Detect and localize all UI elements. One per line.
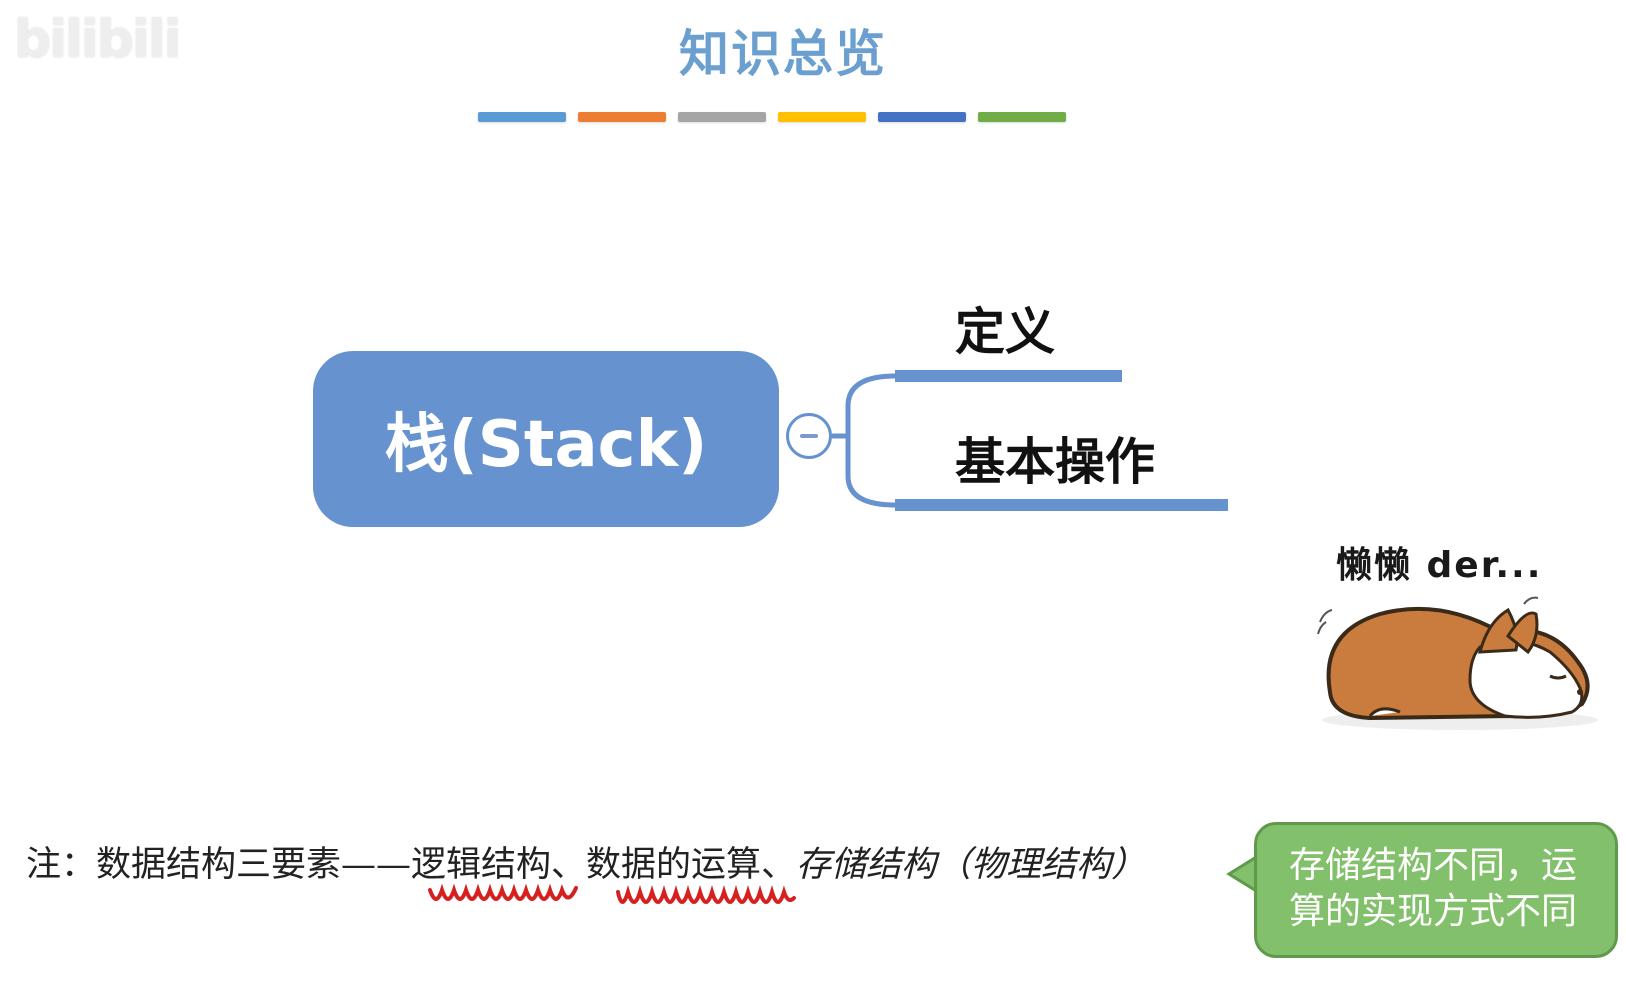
callout-line-1: 存储结构不同，运 xyxy=(1289,845,1578,886)
note-data-operations: 数据的运算 xyxy=(586,845,762,885)
callout-line-2: 算的实现方式不同 xyxy=(1289,891,1578,932)
title-color-bar xyxy=(578,112,666,122)
note-storage-structure: 存储结构（物理结构） xyxy=(796,845,1147,885)
hamster-caption: 懒懒 der... xyxy=(1336,545,1543,586)
title-color-bar xyxy=(978,112,1066,122)
note-separator: 、 xyxy=(761,845,797,885)
note-text: 注：数据结构三要素——逻辑结构、数据的运算、存储结构（物理结构） xyxy=(26,836,1146,887)
note-logical-structure: 逻辑结构 xyxy=(411,845,552,885)
minus-glyph xyxy=(800,434,818,438)
title-color-bar xyxy=(778,112,866,122)
title-color-bar xyxy=(678,112,766,122)
note-separator: 、 xyxy=(551,845,587,885)
branch-definition[interactable]: 定义 xyxy=(955,303,1055,361)
bilibili-watermark: bilibili xyxy=(14,10,181,70)
title-color-bar xyxy=(878,112,966,122)
title-color-bars xyxy=(478,112,1066,122)
branch-definition-line xyxy=(895,370,1122,382)
root-node[interactable]: 栈(Stack) xyxy=(313,351,779,527)
callout-box: 存储结构不同，运 算的实现方式不同 xyxy=(1254,822,1618,958)
minus-circle-icon[interactable] xyxy=(786,413,832,459)
note-prefix: 注：数据结构三要素—— xyxy=(26,845,412,885)
branch-basic-operations[interactable]: 基本操作 xyxy=(955,433,1155,491)
title-color-bar xyxy=(478,112,566,122)
page-title: 知识总览 xyxy=(679,24,887,83)
branch-basic-operations-line xyxy=(895,499,1228,511)
sleeping-hamster-icon xyxy=(1317,596,1598,730)
root-node-label: 栈(Stack) xyxy=(384,408,708,482)
